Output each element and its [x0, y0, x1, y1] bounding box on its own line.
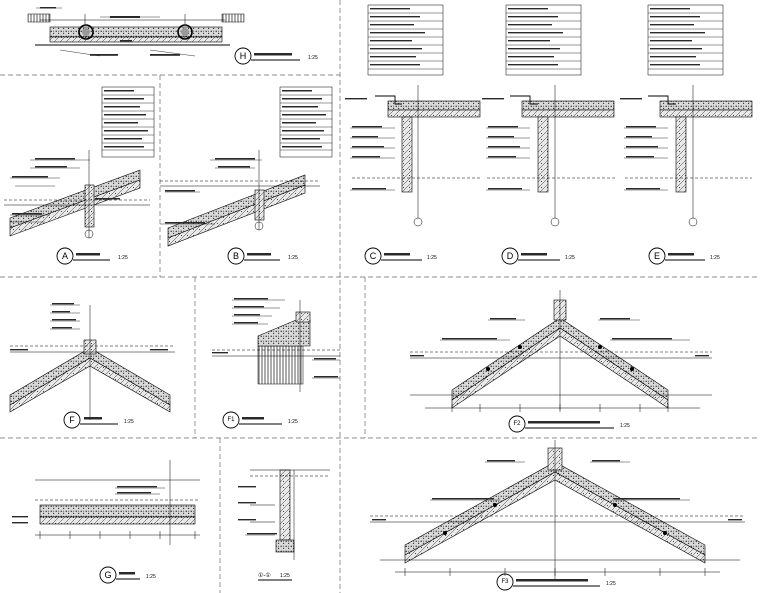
detail-marker-e: E 1:25 [648, 247, 720, 265]
detail-marker-icon [63, 411, 81, 429]
detail-marker-icon [496, 573, 514, 591]
detail-marker-f3: F3 1:25 [496, 573, 616, 591]
spec-table-a [101, 86, 155, 158]
detail-scale-g: 1:25 [146, 574, 156, 580]
section-mark-1: ①-① 1:25 [258, 572, 292, 581]
detail-b-drawing [160, 86, 333, 247]
detail-scale-c: 1:25 [427, 255, 437, 261]
detail-marker-c: C 1:25 [364, 247, 437, 265]
detail-id-f1: F1 [227, 417, 235, 423]
detail-marker-icon [234, 47, 252, 65]
detail-id-c: C [370, 251, 377, 261]
detail-marker-icon [364, 247, 382, 265]
detail-marker-f2: F2 1:25 [508, 415, 630, 433]
detail-id-f2: F2 [513, 421, 521, 427]
detail-scale-b: 1:25 [288, 255, 298, 261]
spec-table-b [279, 86, 333, 158]
section-label: ①-① [258, 572, 271, 579]
detail-scale-f: 1:25 [124, 419, 134, 425]
detail-marker-d: D 1:25 [501, 247, 575, 265]
detail-g-drawing [12, 460, 200, 545]
detail-scale-d: 1:25 [565, 255, 575, 261]
detail-marker-icon [501, 247, 519, 265]
detail-marker-f1: F1 1:25 [222, 411, 298, 429]
section-scale: 1:25 [280, 573, 290, 579]
detail-id-g: G [104, 570, 111, 580]
detail-id-e: E [654, 251, 660, 261]
detail-marker-f: F 1:25 [63, 411, 134, 429]
detail-marker-icon [648, 247, 666, 265]
detail-id-b: B [233, 251, 239, 261]
detail-d-drawing [482, 4, 615, 227]
detail-scale-h: 1:25 [308, 55, 318, 61]
detail-scale-f3: 1:25 [606, 581, 616, 587]
detail-marker-b: B 1:25 [227, 247, 298, 265]
detail-marker-icon [227, 247, 245, 265]
detail-a-drawing [4, 86, 155, 239]
detail-id-f3: F3 [501, 579, 509, 585]
detail-id-h: H [240, 51, 247, 61]
detail-c-drawing [345, 4, 481, 227]
detail-marker-h: H 1:25 [234, 47, 318, 65]
detail-id-a: A [62, 251, 68, 261]
detail-scale-a: 1:25 [118, 255, 128, 261]
detail-scale-e: 1:25 [710, 255, 720, 261]
detail-marker-icon [508, 415, 526, 433]
detail-marker-a: A 1:25 [56, 247, 128, 265]
detail-id-d: D [507, 251, 514, 261]
detail-marker-g: G 1:25 [99, 566, 156, 584]
detail-marker-icon [99, 566, 117, 584]
detail-marker-icon [56, 247, 74, 265]
detail-f3-drawing [370, 440, 745, 580]
detail-e-drawing [620, 4, 753, 227]
detail-scale-f1: 1:25 [288, 419, 298, 425]
section-1-drawing [238, 469, 330, 560]
detail-f-drawing [9, 303, 175, 420]
detail-marker-icon [222, 411, 240, 429]
detail-f1-drawing [212, 298, 340, 392]
detail-id-f: F [69, 415, 75, 425]
detail-scale-f2: 1:25 [620, 423, 630, 429]
detail-f2-drawing [410, 290, 712, 412]
detail-h-drawing [27, 7, 245, 57]
